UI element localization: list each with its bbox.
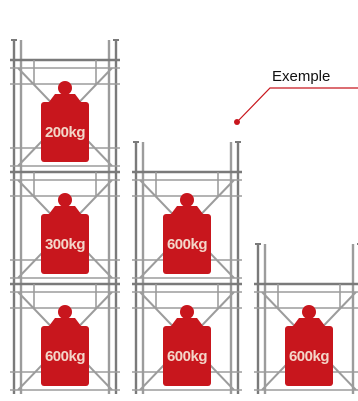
weight-body	[41, 214, 89, 274]
weight-neck	[49, 206, 81, 214]
weight-neck	[293, 318, 325, 326]
weight-body	[163, 326, 211, 386]
scaffold-tower: 600kg 300kg 200kg	[10, 39, 120, 394]
scaffold-level: 600kg	[132, 282, 242, 391]
scaffold-level: 600kg	[254, 282, 358, 391]
callout-label: Exemple	[272, 68, 330, 85]
callout-line	[236, 87, 358, 123]
scaffold-level: 300kg	[10, 170, 120, 279]
callout-dot	[234, 119, 240, 125]
callout: Exemple	[234, 68, 358, 125]
weight-label: 600kg	[289, 348, 329, 365]
weight-block: 600kg	[285, 305, 333, 386]
weight-label: 600kg	[167, 236, 207, 253]
weight-neck	[49, 94, 81, 102]
weight-label: 600kg	[45, 348, 85, 365]
scaffold-tower: 600kg	[254, 243, 358, 394]
scaffold-towers: 600kg 300kg 200kg 600kg 600kg 600kg	[10, 39, 358, 394]
weight-neck	[171, 318, 203, 326]
weight-handle	[180, 193, 194, 207]
weight-label: 300kg	[45, 236, 85, 253]
weight-block: 600kg	[41, 305, 89, 386]
weight-handle	[180, 305, 194, 319]
weight-handle	[58, 193, 72, 207]
weight-block: 600kg	[163, 193, 211, 274]
scaffold-level: 600kg	[132, 170, 242, 279]
weight-label: 200kg	[45, 124, 85, 141]
weight-handle	[302, 305, 316, 319]
weight-body	[285, 326, 333, 386]
weight-handle	[58, 305, 72, 319]
weight-neck	[49, 318, 81, 326]
scaffold-tower: 600kg 600kg	[132, 141, 242, 394]
weight-block: 200kg	[41, 81, 89, 162]
weight-neck	[171, 206, 203, 214]
weight-block: 600kg	[163, 305, 211, 386]
weight-body	[41, 102, 89, 162]
weight-handle	[58, 81, 72, 95]
scaffold-level: 600kg	[10, 282, 120, 391]
scaffold-level: 200kg	[10, 58, 120, 167]
weight-body	[41, 326, 89, 386]
weight-block: 300kg	[41, 193, 89, 274]
weight-body	[163, 214, 211, 274]
weight-label: 600kg	[167, 348, 207, 365]
